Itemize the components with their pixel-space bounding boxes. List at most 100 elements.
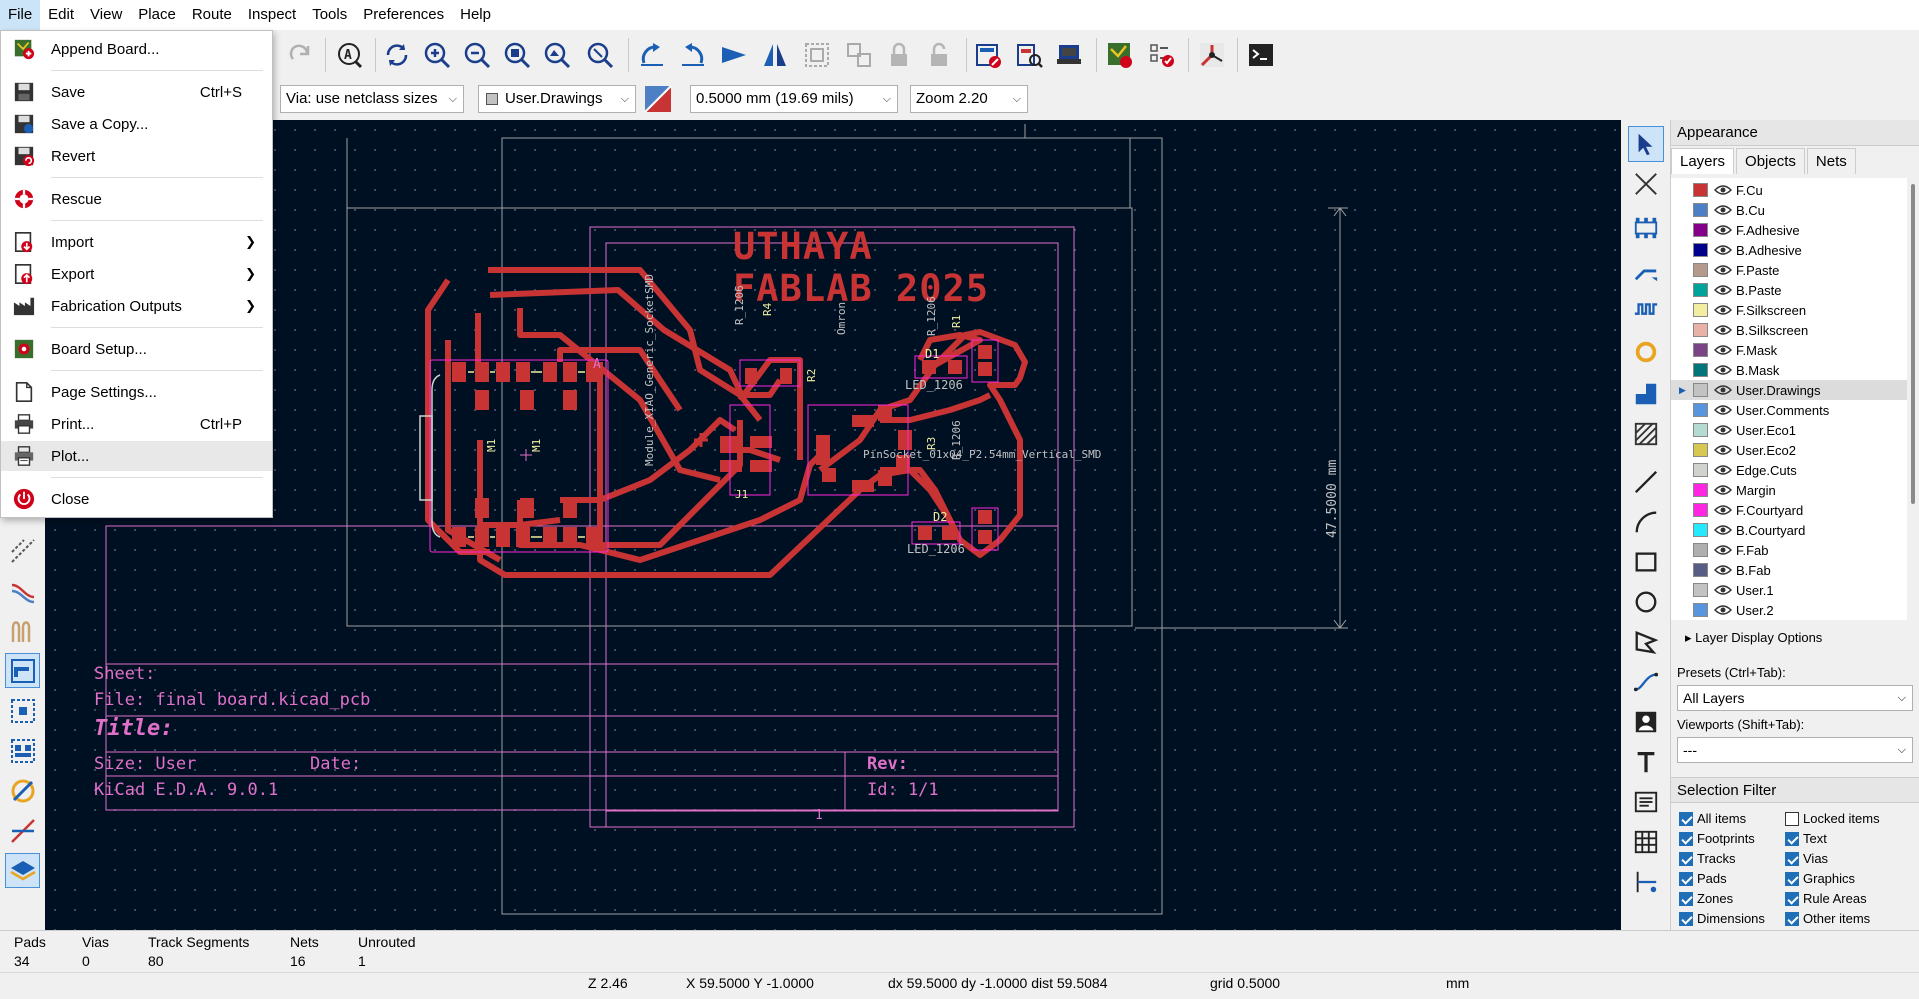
zoom-select[interactable]: Zoom 2.20⌵ <box>910 85 1028 113</box>
layer-color-swatch[interactable] <box>1693 343 1708 357</box>
pcb-3d-viewer-icon[interactable] <box>1052 38 1086 72</box>
visibility-eye-icon[interactable] <box>1713 384 1733 396</box>
layer-color-swatch[interactable] <box>1693 603 1708 617</box>
layer-color-swatch[interactable] <box>1693 503 1708 517</box>
zoom-selection-icon[interactable] <box>583 38 617 72</box>
menu-file[interactable]: File <box>0 0 41 30</box>
menu-preferences[interactable]: Preferences <box>363 6 445 23</box>
layer-color-swatch[interactable] <box>1693 583 1708 597</box>
layer-row[interactable]: User.Comments <box>1671 400 1907 420</box>
layer-row[interactable]: F.Fab <box>1671 540 1907 560</box>
redo-icon[interactable] <box>283 38 317 72</box>
add-footprint-icon[interactable] <box>1628 210 1664 246</box>
tab-objects[interactable]: Objects <box>1736 148 1805 174</box>
file-menu-print[interactable]: Print...Ctrl+P <box>1 409 272 439</box>
appearance-panel-icon[interactable] <box>5 853 40 888</box>
add-table-icon[interactable] <box>1628 824 1664 860</box>
layer-color-swatch[interactable] <box>1693 463 1708 477</box>
board-setup-check-icon[interactable] <box>1145 38 1179 72</box>
zoom-fit-icon[interactable] <box>500 38 534 72</box>
draw-circle-icon[interactable] <box>1628 584 1664 620</box>
layer-row[interactable]: User.2 <box>1671 600 1907 620</box>
checkbox-box[interactable] <box>1785 811 1799 826</box>
layer-row[interactable]: F.Mask <box>1671 340 1907 360</box>
route-net-icon[interactable] <box>1195 38 1229 72</box>
file-menu-export[interactable]: Export❯ <box>1 259 272 289</box>
layer-color-swatch[interactable] <box>1693 223 1708 237</box>
layer-row[interactable]: Margin <box>1671 480 1907 500</box>
filter-checkbox[interactable]: All items <box>1679 811 1746 826</box>
lock-icon[interactable] <box>882 38 916 72</box>
menu-edit[interactable]: Edit <box>48 6 75 23</box>
layer-display-options[interactable]: ▸ Layer Display Options <box>1685 630 1823 645</box>
visibility-eye-icon[interactable] <box>1713 464 1733 476</box>
update-pcb-icon[interactable] <box>972 38 1006 72</box>
draw-arc-icon[interactable] <box>1628 504 1664 540</box>
layer-row[interactable]: B.Adhesive <box>1671 240 1907 260</box>
layer-color-swatch[interactable] <box>1693 403 1708 417</box>
file-menu-page-settings[interactable]: Page Settings... <box>1 377 272 407</box>
curved-ratsnest-icon[interactable] <box>5 573 40 608</box>
layer-color-swatch[interactable] <box>1693 443 1708 457</box>
filter-checkbox[interactable]: Pads <box>1679 871 1727 886</box>
filter-checkbox[interactable]: Graphics <box>1785 871 1855 886</box>
checkbox-box[interactable] <box>1785 871 1799 886</box>
layer-color-swatch[interactable] <box>1693 483 1708 497</box>
file-menu-rescue[interactable]: Rescue <box>1 184 272 214</box>
draw-bezier-icon[interactable] <box>1628 664 1664 700</box>
visibility-eye-icon[interactable] <box>1713 404 1733 416</box>
visibility-eye-icon[interactable] <box>1713 344 1733 356</box>
visibility-eye-icon[interactable] <box>1713 524 1733 536</box>
viewports-select[interactable]: ---⌵ <box>1677 737 1913 763</box>
visibility-eye-icon[interactable] <box>1713 284 1733 296</box>
find-icon[interactable]: A <box>332 38 366 72</box>
visibility-eye-icon[interactable] <box>1713 584 1733 596</box>
menu-route[interactable]: Route <box>191 6 232 23</box>
tab-nets[interactable]: Nets <box>1806 148 1856 174</box>
add-via-icon[interactable] <box>1628 334 1664 370</box>
add-textbox-icon[interactable] <box>1628 784 1664 820</box>
file-menu-fabrication-outputs[interactable]: Fabrication Outputs❯ <box>1 291 272 321</box>
filter-checkbox[interactable]: Footprints <box>1679 831 1755 846</box>
tune-length-icon[interactable] <box>1628 292 1664 328</box>
visibility-eye-icon[interactable] <box>1713 224 1733 236</box>
visibility-eye-icon[interactable] <box>1713 604 1733 616</box>
menu-tools[interactable]: Tools <box>312 6 348 23</box>
mirror-horizontal-icon[interactable] <box>717 38 751 72</box>
via-display-icon[interactable] <box>5 773 40 808</box>
refresh-icon[interactable] <box>380 38 414 72</box>
grid-select[interactable]: 0.5000 mm (19.69 mils)⌵ <box>690 85 898 113</box>
layer-row[interactable]: F.Silkscreen <box>1671 300 1907 320</box>
layer-row[interactable]: User.Eco2 <box>1671 440 1907 460</box>
layer-row[interactable]: F.Cu <box>1671 180 1907 200</box>
presets-select[interactable]: All Layers⌵ <box>1677 685 1913 711</box>
layer-row[interactable]: F.Paste <box>1671 260 1907 280</box>
scrollbar-thumb[interactable] <box>1911 184 1915 504</box>
menu-inspect[interactable]: Inspect <box>247 6 297 23</box>
layer-color-swatch[interactable] <box>1693 183 1708 197</box>
visibility-eye-icon[interactable] <box>1713 544 1733 556</box>
layer-color-swatch[interactable] <box>1693 323 1708 337</box>
checkbox-box[interactable] <box>1679 851 1693 866</box>
route-track-icon[interactable] <box>1628 252 1664 288</box>
layer-color-swatch[interactable] <box>1693 383 1708 397</box>
layer-color-swatch[interactable] <box>1693 263 1708 277</box>
visibility-eye-icon[interactable] <box>1713 364 1733 376</box>
file-menu-revert[interactable]: Revert <box>1 141 272 171</box>
layer-color-swatch[interactable] <box>1693 363 1708 377</box>
layer-row[interactable]: B.Paste <box>1671 280 1907 300</box>
filter-checkbox[interactable]: Locked items <box>1785 811 1880 826</box>
draw-rectangle-icon[interactable] <box>1628 544 1664 580</box>
mirror-vertical-icon[interactable] <box>758 38 792 72</box>
layer-row[interactable]: B.Fab <box>1671 560 1907 580</box>
outline-mode-icon[interactable] <box>5 693 40 728</box>
zone-display-icon[interactable] <box>5 653 40 688</box>
layer-row[interactable]: User.Eco1 <box>1671 420 1907 440</box>
filter-checkbox[interactable]: Text <box>1785 831 1827 846</box>
checkbox-box[interactable] <box>1679 831 1693 846</box>
add-dimension-icon[interactable] <box>1628 864 1664 900</box>
menu-place[interactable]: Place <box>138 6 176 23</box>
zoom-out-icon[interactable] <box>460 38 494 72</box>
filter-checkbox[interactable]: Zones <box>1679 891 1733 906</box>
layer-select[interactable]: User.Drawings⌵ <box>478 85 636 113</box>
